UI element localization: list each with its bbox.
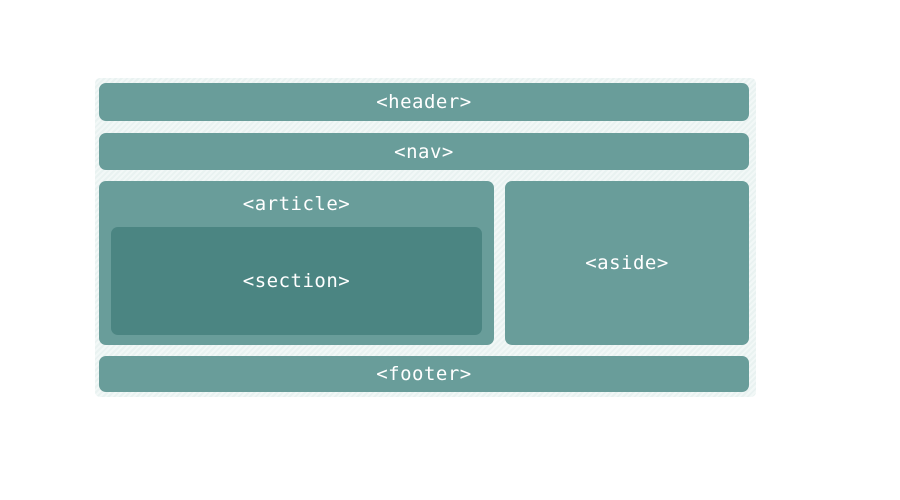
nav-block-label: <nav> bbox=[394, 140, 454, 163]
section-block-label: <section> bbox=[242, 270, 351, 292]
footer-block: <footer> bbox=[99, 356, 749, 392]
aside-block: <aside> bbox=[505, 181, 749, 345]
article-block-label: <article> bbox=[99, 181, 494, 227]
header-block-label: <header> bbox=[376, 91, 472, 113]
aside-block-label: <aside> bbox=[585, 252, 669, 274]
layout-diagram-panel: <header> <nav> <article> <section> <asid… bbox=[95, 78, 756, 397]
nav-block: <nav> bbox=[99, 133, 749, 170]
footer-block-label: <footer> bbox=[376, 363, 472, 385]
article-block-label-text: <article> bbox=[242, 193, 351, 215]
article-block: <article> <section> bbox=[99, 181, 494, 345]
section-block: <section> bbox=[111, 227, 482, 335]
header-block: <header> bbox=[99, 83, 749, 121]
